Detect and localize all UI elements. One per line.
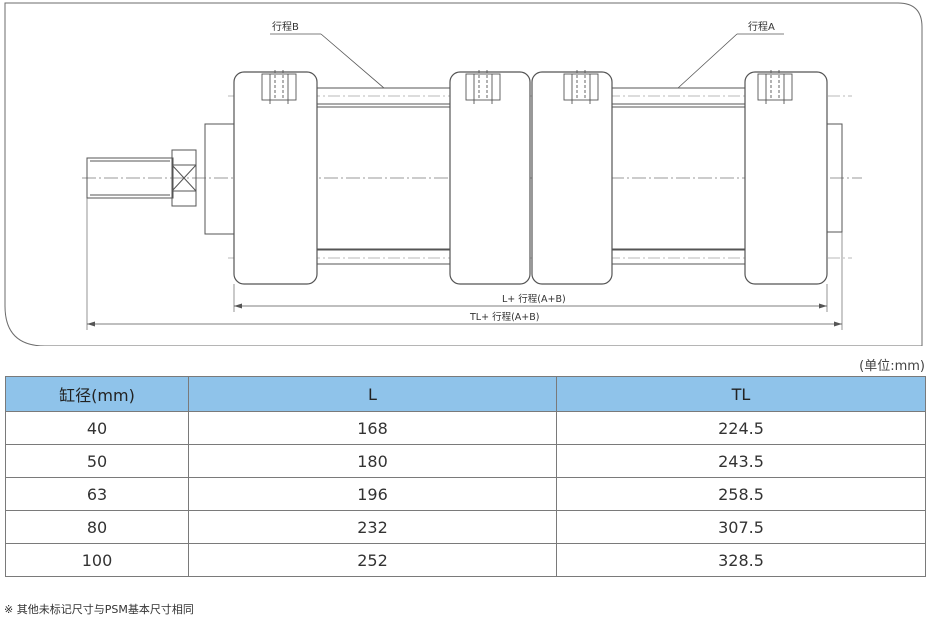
footnote: ※ 其他未标记尺寸与PSM基本尺寸相同	[4, 603, 194, 616]
header-l: L	[188, 376, 557, 412]
port-3	[563, 70, 599, 104]
rear-cover	[744, 71, 828, 285]
leader-stroke-a	[677, 33, 784, 89]
header-bore: 缸径(mm)	[5, 376, 189, 412]
head-cover	[233, 71, 318, 285]
rod-nut	[171, 149, 197, 207]
cell-bore: 40	[5, 411, 189, 445]
middle-cover-right	[531, 71, 613, 285]
cell-bore: 100	[5, 543, 189, 577]
cell-l: 232	[188, 510, 557, 544]
cell-tl: 328.5	[556, 543, 926, 577]
cell-bore: 50	[5, 444, 189, 478]
cell-tl: 224.5	[556, 411, 926, 445]
dimension-tl	[87, 321, 842, 327]
port-1	[261, 70, 297, 104]
cell-l: 252	[188, 543, 557, 577]
label-stroke-b: 行程B	[272, 20, 299, 33]
table-header-row: 缸径(mm) L TL	[5, 376, 926, 412]
unit-note: (单位:mm)	[859, 359, 925, 374]
table-row: 63 196 258.5	[5, 477, 926, 511]
cell-bore: 63	[5, 477, 189, 511]
cell-tl: 258.5	[556, 477, 926, 511]
dimension-l-label: L+ 行程(A+B)	[502, 293, 566, 305]
dimension-l	[234, 303, 827, 309]
middle-cover-left	[449, 71, 531, 285]
header-tl: TL	[556, 376, 926, 412]
cell-tl: 307.5	[556, 510, 926, 544]
cell-tl: 243.5	[556, 444, 926, 478]
table-row: 50 180 243.5	[5, 444, 926, 478]
table-row: 40 168 224.5	[5, 411, 926, 445]
extension-lines	[86, 198, 843, 330]
cell-l: 168	[188, 411, 557, 445]
cell-l: 180	[188, 444, 557, 478]
table-row: 80 232 307.5	[5, 510, 926, 544]
leader-stroke-b	[270, 33, 385, 89]
port-4	[757, 70, 793, 104]
cell-l: 196	[188, 477, 557, 511]
dimension-tl-label: TL+ 行程(A+B)	[469, 311, 539, 323]
port-2	[465, 70, 501, 104]
cell-bore: 80	[5, 510, 189, 544]
rod-thread	[86, 157, 174, 199]
dimension-table: 缸径(mm) L TL 40 168 224.5 50 180 243.5 63…	[5, 376, 926, 577]
table-row: 100 252 328.5	[5, 543, 926, 577]
cylinder-drawing: 行程B 行程A L+ 行程(A+B) TL+ 行程(A+B)	[4, 2, 923, 346]
ports	[261, 70, 793, 104]
label-stroke-a: 行程A	[748, 20, 775, 33]
